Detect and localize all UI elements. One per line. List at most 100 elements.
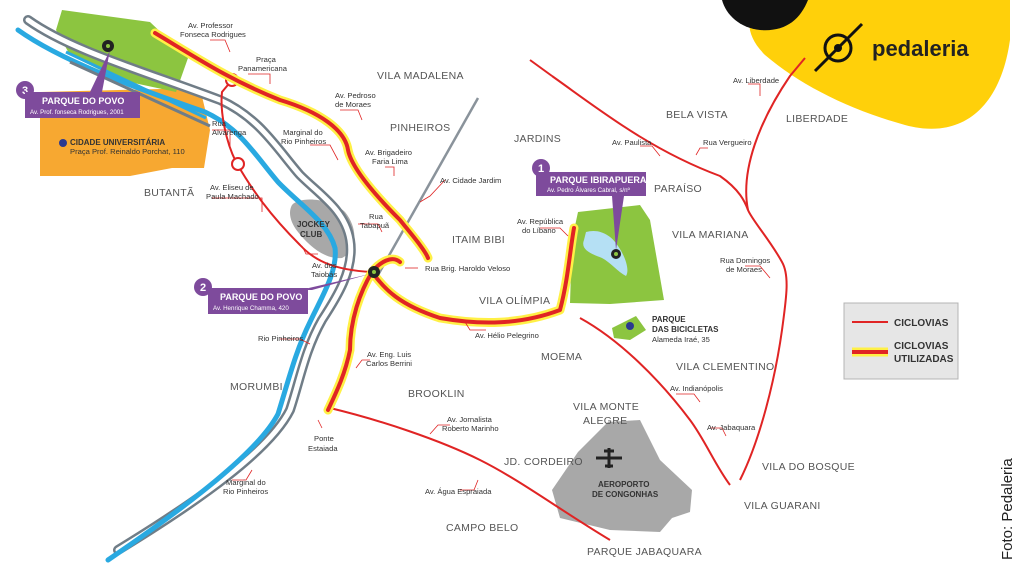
street-taiobas-2: Taiobás bbox=[311, 270, 337, 279]
park-2-title: PARQUE DO POVO bbox=[220, 292, 302, 302]
label-butanta: BUTANTÃ bbox=[144, 186, 194, 199]
label-vila-guarani: VILA GUARANI bbox=[744, 500, 821, 512]
label-moema: MOEMA bbox=[541, 351, 582, 363]
street-berrini-1: Av. Eng. Luis bbox=[367, 350, 411, 359]
street-pedroso-2: de Moraes bbox=[335, 100, 371, 109]
legend-utilizadas-label-1: CICLOVIAS bbox=[894, 341, 949, 352]
cidade-universitaria-label: CIDADE UNIVERSITÁRIA bbox=[70, 138, 165, 147]
ciclovias-utilizadas bbox=[150, 28, 579, 415]
park-3-number: 3 bbox=[22, 85, 28, 97]
street-marginal-1: Marginal do bbox=[283, 128, 323, 137]
street-vergueiro: Rua Vergueiro bbox=[703, 138, 752, 147]
brand-black-shape bbox=[722, 0, 808, 31]
park-3-title: PARQUE DO POVO bbox=[42, 96, 124, 106]
jockey-label-2: CLUB bbox=[300, 230, 322, 239]
street-ponte-1: Ponte bbox=[314, 434, 334, 443]
park-2-address: Av. Henrique Chamma, 420 bbox=[213, 305, 289, 312]
street-praca-pan-1: Praça bbox=[256, 55, 277, 64]
label-jardins: JARDINS bbox=[514, 133, 561, 145]
street-alvarenga-1: Rua bbox=[212, 119, 227, 128]
street-marginal2-1: Marginal do bbox=[226, 478, 266, 487]
aeroporto-label-1: AEROPORTO bbox=[598, 480, 649, 489]
street-berrini-2: Carlos Berrini bbox=[366, 359, 412, 368]
airport-area bbox=[552, 420, 692, 532]
street-republica-1: Av. República bbox=[517, 217, 564, 226]
park-3-address: Av. Prof. fonseca Rodrigues, 2001 bbox=[30, 109, 124, 116]
bicicletas-label-2: DAS BICICLETAS bbox=[652, 325, 719, 334]
ibirapuera-lake bbox=[583, 230, 628, 276]
label-liberdade: LIBERDADE bbox=[786, 113, 848, 125]
park-1-address: Av. Pedro Álvares Cabral, s/nº bbox=[547, 187, 631, 194]
street-indianopolis: Av. Indianópolis bbox=[670, 384, 723, 393]
label-pinheiros: PINHEIROS bbox=[390, 122, 450, 134]
park-2-number: 2 bbox=[200, 282, 206, 294]
label-vila-do-bosque: VILA DO BOSQUE bbox=[762, 461, 855, 473]
parque-bicicletas-marker bbox=[626, 322, 634, 330]
street-prof-fonseca-2: Fonseca Rodrigues bbox=[180, 30, 246, 39]
label-vila-mariana: VILA MARIANA bbox=[672, 229, 749, 241]
legend: CICLOVIAS CICLOVIAS UTILIZADAS bbox=[843, 302, 959, 380]
street-faria-lima-1: Av. Brigadeiro bbox=[365, 148, 412, 157]
label-parque-jabaquara: PARQUE JABAQUARA bbox=[587, 546, 702, 558]
jockey-label-1: JOCKEY bbox=[297, 220, 331, 229]
street-roberto-1: Av. Jornalista bbox=[447, 415, 493, 424]
cidade-universitaria-address: Praça Prof. Reinaldo Porchat, 110 bbox=[70, 147, 185, 156]
leader-lines bbox=[210, 39, 771, 491]
label-alegre: ALEGRE bbox=[583, 415, 627, 427]
station-alvarenga bbox=[231, 157, 245, 171]
bicicletas-address: Alameda Iraé, 35 bbox=[652, 335, 710, 344]
photo-credit: Foto: Pedaleria bbox=[999, 458, 1016, 560]
street-eliseu-2: Paula Machado bbox=[206, 192, 259, 201]
label-morumbi: MORUMBI bbox=[230, 381, 283, 393]
street-taiobas-1: Av. dos bbox=[312, 261, 337, 270]
street-tabapua-2: Tabapuã bbox=[360, 221, 390, 230]
river-white-inner bbox=[25, 17, 354, 553]
street-ponte-2: Estaiada bbox=[308, 444, 338, 453]
street-marginal-2: Rio Pinheiros bbox=[281, 137, 326, 146]
ciclovia-paulista bbox=[529, 59, 553, 77]
airplane-icon bbox=[596, 448, 622, 468]
aeroporto-label-2: DE CONGONHAS bbox=[592, 490, 659, 499]
park-callout-1: 1 PARQUE IBIRAPUERA Av. Pedro Álvares Ca… bbox=[532, 159, 647, 259]
label-itaim-bibi: ITAIM BIBI bbox=[452, 234, 505, 246]
park-1-number: 1 bbox=[538, 163, 544, 175]
pedaleria-logo-icon bbox=[813, 22, 864, 73]
label-vila-olimpia: VILA OLÍMPIA bbox=[479, 294, 550, 307]
label-vila-clementino: VILA CLEMENTINO bbox=[676, 361, 774, 373]
river-blue-line bbox=[15, 27, 338, 563]
label-paraiso: PARAÍSO bbox=[654, 182, 702, 195]
label-campo-belo: CAMPO BELO bbox=[446, 522, 518, 534]
street-praca-pan-2: Panamericana bbox=[238, 64, 288, 73]
street-republica-2: do Líbano bbox=[522, 226, 556, 235]
gray-street-cidade-jardim bbox=[376, 97, 480, 276]
brand-yellow-shape bbox=[749, 0, 1010, 129]
street-marginal2-2: Rio Pinheiros bbox=[223, 487, 268, 496]
ciclovia-liberdade bbox=[551, 75, 788, 481]
rail-line-1 bbox=[65, 50, 207, 120]
park-1-title: PARQUE IBIRAPUERA bbox=[550, 175, 647, 185]
street-eliseu-1: Av. Eliseu de bbox=[210, 183, 254, 192]
street-prof-fonseca-1: Av. Professor bbox=[188, 21, 233, 30]
street-pedroso-1: Av. Pedroso bbox=[335, 91, 376, 100]
street-jabaquara: Av. Jabaquara bbox=[707, 423, 756, 432]
label-vila-monte: VILA MONTE bbox=[573, 401, 639, 413]
park-callout-2: 2 PARQUE DO POVO Av. Henrique Chamma, 42… bbox=[194, 266, 380, 314]
label-brooklin: BROOKLIN bbox=[408, 388, 465, 400]
label-vila-madalena: VILA MADALENA bbox=[377, 70, 464, 82]
brand-name: pedaleria bbox=[872, 36, 969, 61]
street-cidade-jardim: Av. Cidade Jardim bbox=[440, 176, 501, 185]
street-tabapua-1: Rua bbox=[369, 212, 384, 221]
bicicletas-label-1: PARQUE bbox=[652, 315, 686, 324]
cidade-universitaria-marker bbox=[59, 139, 67, 147]
street-pelegrino: Av. Hélio Pelegrino bbox=[475, 331, 539, 340]
street-roberto-2: Roberto Marinho bbox=[442, 424, 499, 433]
street-rio-pinheiros: Rio Pinheiros bbox=[258, 334, 303, 343]
label-bela-vista: BELA VISTA bbox=[666, 109, 728, 121]
ciclovia-liberdade-2 bbox=[745, 57, 806, 211]
label-jd-cordeiro: JD. CORDEIRO bbox=[504, 456, 583, 468]
ciclovia-jabaquara bbox=[579, 317, 731, 486]
park-callout-3: 3 PARQUE DO POVO Av. Prof. fonseca Rodri… bbox=[16, 40, 140, 118]
legend-ciclovias-label: CICLOVIAS bbox=[894, 318, 949, 329]
street-domingos-1: Rua Domingos bbox=[720, 256, 770, 265]
